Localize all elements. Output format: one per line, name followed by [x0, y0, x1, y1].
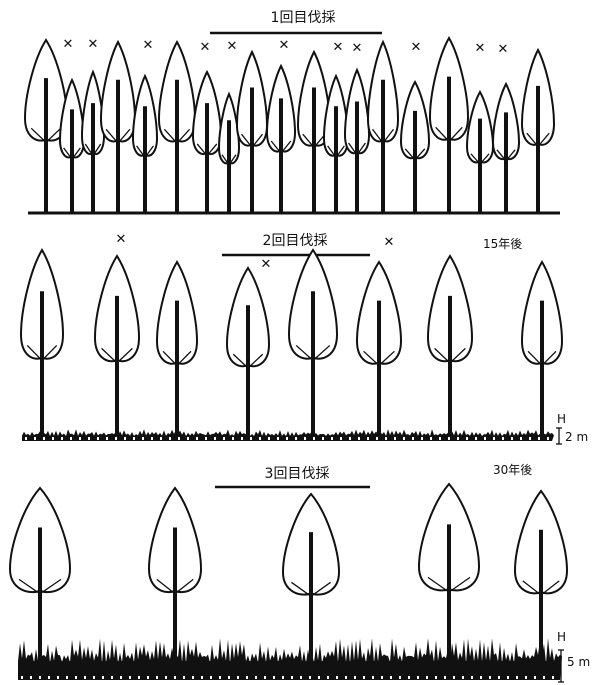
panel-2-height-letter: H: [557, 411, 566, 427]
tree-p1-17: [467, 92, 493, 213]
tree-p1-16: [430, 38, 468, 213]
panel-3-undergrowth: [18, 638, 562, 680]
panel-third-thinning: [10, 484, 567, 682]
tree-p1-18: [493, 84, 519, 213]
tree-p2-7: [428, 256, 472, 437]
panel-first-thinning: ✕ ✕ ✕ ✕ ✕ ✕ ✕ ✕ ✕ ✕ ✕: [25, 33, 560, 213]
tree-p1-9: [237, 52, 267, 213]
cut-mark-p2-1: ✕: [116, 232, 127, 247]
cut-mark-p1-11: ✕: [498, 42, 509, 57]
panel-second-thinning: ✕ ✕ ✕: [21, 232, 562, 444]
panel-3-title: 3回目伐採: [265, 466, 330, 482]
cut-mark-p1-1: ✕: [63, 37, 74, 52]
tree-p3-2: [149, 488, 201, 667]
panel-3-height-letter: H: [557, 629, 566, 645]
panel-3-elapsed-label: 30年後: [493, 462, 532, 478]
tree-p2-3: [157, 262, 197, 437]
tree-p1-5: [133, 76, 157, 213]
tree-p2-2: [95, 256, 139, 437]
tree-p1-15: [401, 82, 429, 213]
cut-mark-p1-10: ✕: [475, 41, 486, 56]
cut-mark-p1-4: ✕: [200, 40, 211, 55]
cut-mark-p1-8: ✕: [352, 41, 363, 56]
cut-mark-p1-7: ✕: [333, 40, 344, 55]
panel-3-height-value: 5 m: [567, 654, 590, 670]
panel-2-title: 2回目伐採: [263, 233, 328, 249]
tree-p1-14: [368, 42, 398, 213]
tree-p1-19: [522, 50, 554, 213]
tree-p3-3: [283, 494, 339, 667]
tree-p2-8: [522, 262, 562, 437]
tree-p2-5: [289, 250, 337, 437]
tree-p1-8: [219, 94, 239, 213]
cut-mark-p1-2: ✕: [88, 37, 99, 52]
cut-mark-p2-2: ✕: [261, 257, 272, 272]
tree-p1-4: [101, 42, 135, 213]
tree-p1-6: [159, 42, 195, 213]
panel-2-elapsed-label: 15年後: [483, 236, 522, 252]
panel-2-height-marker: [556, 428, 562, 444]
cut-mark-p2-3: ✕: [384, 235, 395, 250]
tree-p1-7: [193, 72, 221, 213]
cut-mark-p1-5: ✕: [227, 39, 238, 54]
tree-p1-10: [267, 66, 295, 213]
cut-mark-p1-3: ✕: [143, 38, 154, 53]
cut-mark-p1-9: ✕: [411, 40, 422, 55]
tree-p1-13: [345, 70, 369, 213]
tree-p3-1: [10, 488, 70, 667]
panel-2-undergrowth: [22, 429, 554, 441]
tree-p2-1: [21, 250, 63, 437]
panel-2-height-value: 2 m: [565, 429, 588, 445]
tree-p2-6: [357, 262, 401, 437]
panel-1-title: 1回目伐採: [271, 10, 336, 26]
tree-p2-4: [227, 268, 269, 437]
cut-mark-p1-6: ✕: [279, 38, 290, 53]
tree-p1-3: [82, 72, 104, 213]
